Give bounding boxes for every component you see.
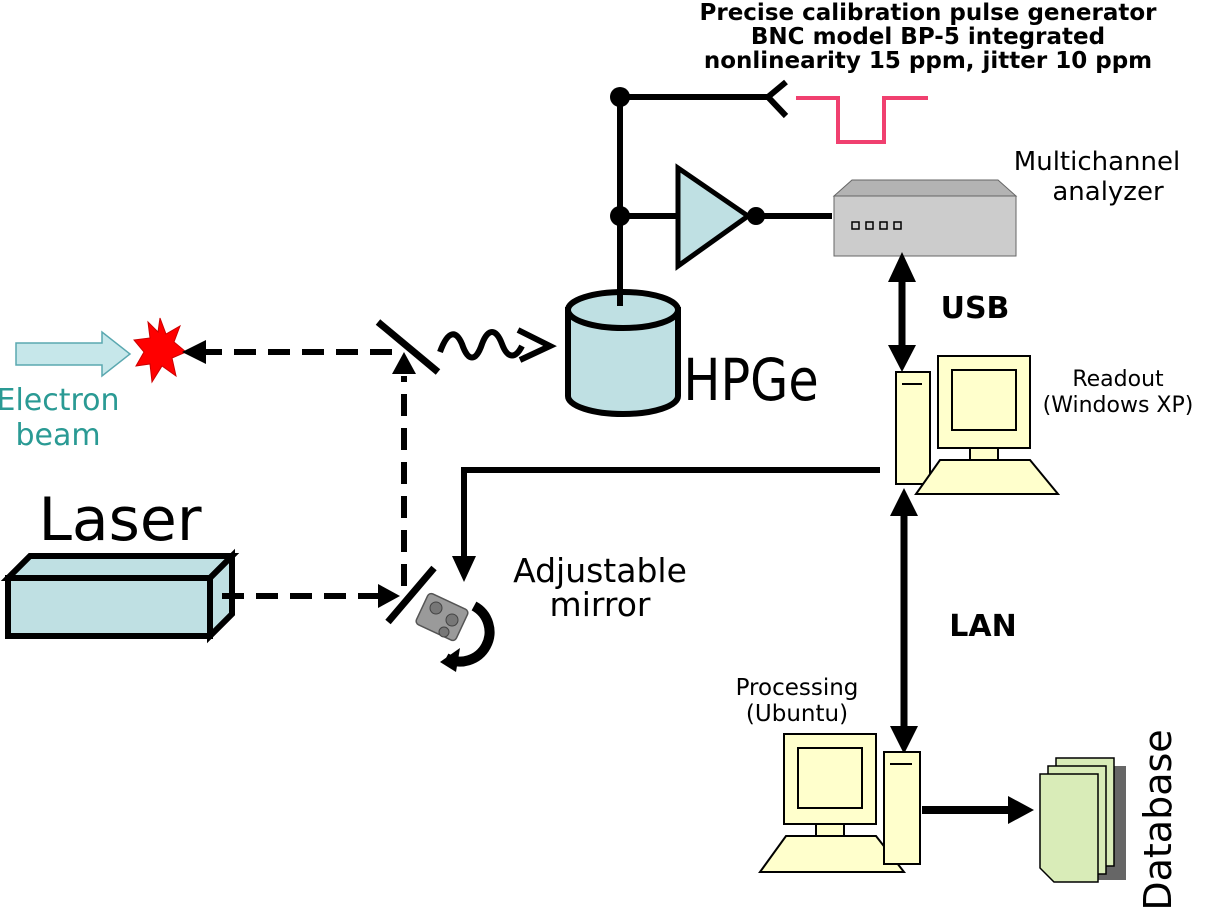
laser-label: Laser	[38, 485, 201, 555]
adjustable-mirror-label-line1: Adjustable	[513, 551, 687, 590]
processing-label-line2: (Ubuntu)	[746, 701, 848, 727]
fixed-mirror-icon	[375, 319, 441, 375]
readout-label-line1: Readout	[1072, 367, 1164, 392]
readout-label-line2: (Windows XP)	[1043, 393, 1194, 418]
adjustable-mirror-label-line2: mirror	[550, 585, 651, 624]
lan-label: LAN	[949, 609, 1016, 644]
readout-computer-icon	[895, 355, 1061, 495]
gamma-ray-icon	[437, 329, 525, 361]
usb-link-arrow	[888, 252, 916, 372]
amplifier-icon	[675, 163, 753, 271]
database-icon	[1039, 757, 1126, 883]
pulser-label-line2: BNC model BP-5 integrated	[751, 24, 1105, 50]
hpge-detector-icon	[565, 289, 681, 417]
adjustable-mirror-icon	[385, 565, 437, 625]
lan-link-arrow	[890, 488, 918, 754]
multichannel-analyzer-icon	[832, 179, 1018, 257]
laser-beam-arrowhead-right	[378, 584, 400, 608]
electron-beam-label-line1: Electron	[0, 383, 120, 418]
pulser-label-line3: nonlinearity 15 ppm, jitter 10 ppm	[704, 48, 1152, 74]
pulser-input-connector-icon	[763, 79, 789, 119]
electron-beam-arrow-icon	[15, 330, 132, 378]
processing-label-line1: Processing	[736, 675, 859, 701]
laser-beam-path	[206, 349, 407, 599]
pulse-generator-label: Precise calibration pulse generator BNC …	[700, 0, 1158, 74]
hpge-label: HPGe	[683, 346, 818, 414]
database-write-arrow	[922, 796, 1034, 824]
mirror-mount-icon	[415, 592, 469, 642]
laser-beam-arrowhead-up	[392, 352, 416, 374]
electron-beam-label-line2: beam	[15, 418, 100, 453]
mca-label-line2: analyzer	[1052, 177, 1164, 207]
amplifier-output-dot	[747, 207, 765, 225]
mca-label-line1: Multichannel	[1014, 147, 1180, 177]
rotation-arrowhead-icon	[440, 648, 460, 672]
usb-label: USB	[941, 291, 1010, 326]
laser-icon	[0, 548, 240, 644]
mirror-control-line	[452, 467, 880, 582]
gamma-arrowhead-icon	[516, 327, 557, 363]
collision-flash-icon	[133, 317, 187, 384]
laser-beam-arrowhead-left	[182, 340, 206, 364]
junction-dot-top	[610, 87, 630, 107]
pulser-label-line1: Precise calibration pulse generator	[700, 0, 1158, 26]
calibration-pulse-waveform	[796, 96, 928, 144]
processing-computer-icon	[758, 733, 921, 873]
database-label: Database	[1136, 729, 1180, 907]
rotation-arrow-icon	[443, 601, 495, 667]
